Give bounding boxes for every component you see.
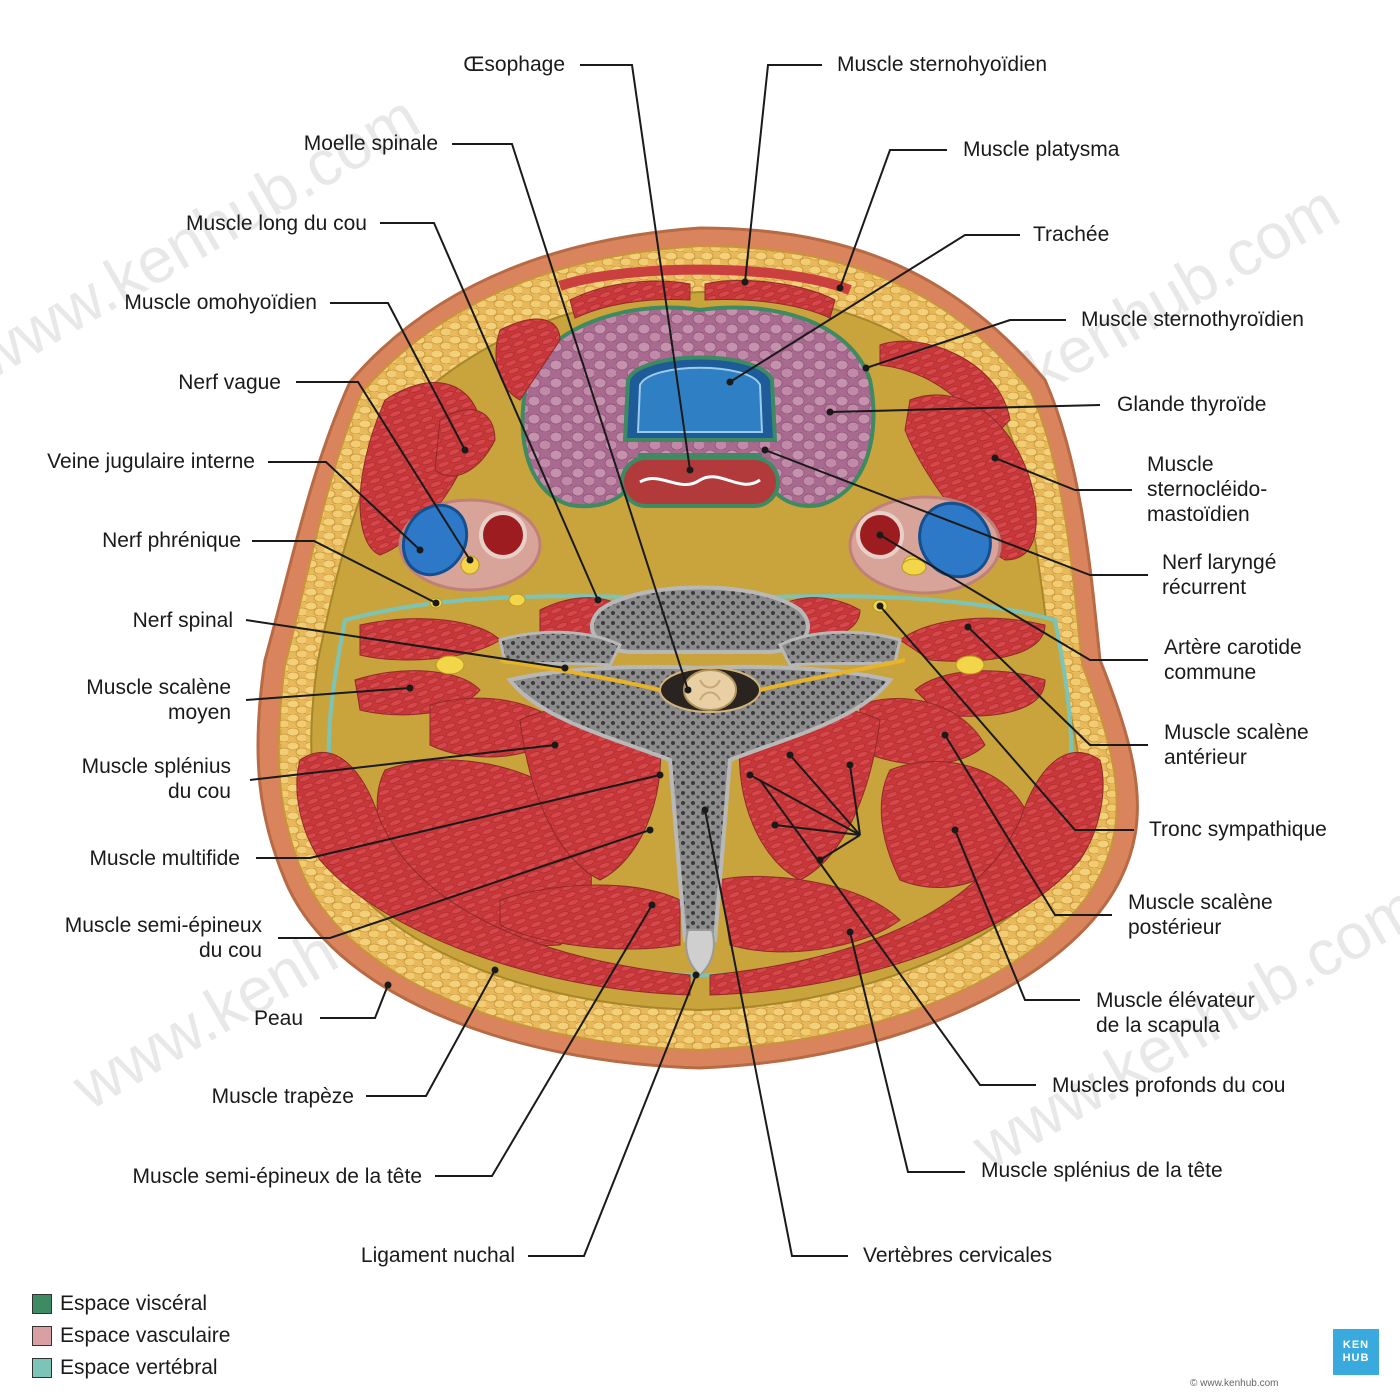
legend-item-espace-visceral: Espace viscéral (32, 1288, 230, 1320)
legend-swatch (32, 1358, 52, 1378)
label-trachee: Trachée (1033, 223, 1110, 246)
transverse-process-right (777, 630, 902, 667)
label-muscle-platysma: Muscle platysma (963, 138, 1120, 161)
label-nerf-phrenique: Nerf phrénique (102, 529, 241, 552)
label-glande-thyroide: Glande thyroïde (1117, 393, 1267, 416)
legend-swatch (32, 1326, 52, 1346)
label-nerf-larynge-recurrent: Nerf laryngé récurrent (1162, 551, 1277, 599)
label-muscle-semi-epineux-de-la-tete: Muscle semi-épineux de la tête (132, 1165, 422, 1188)
label-muscle-sternothyroidien: Muscle sternothyroïdien (1081, 308, 1304, 331)
kenhub-logo: KEN HUB (1333, 1329, 1379, 1375)
legend-item-espace-vertebral: Espace vertébral (32, 1352, 230, 1384)
label-muscle-elevateur-de-la-scapula: Muscle élévateur de la scapula (1096, 989, 1255, 1037)
label-muscle-scalene-anterieur: Muscle scalène antérieur (1164, 721, 1309, 769)
legend-swatch (32, 1294, 52, 1314)
jugular-vein-left (401, 503, 469, 577)
vagus-nerve-left (460, 555, 480, 575)
semispinalis-cervicis-right (719, 875, 901, 953)
leader-lines (245, 64, 1148, 1257)
label-muscle-splenius-du-cou: Muscle splénius du cou (81, 755, 231, 803)
trapezius-right (709, 752, 1104, 996)
label-moelle-spinale: Moelle spinale (303, 132, 438, 155)
omohyoid-left (434, 409, 496, 477)
label-tronc-sympathique: Tronc sympathique (1149, 818, 1327, 841)
label-muscles-profonds-du-cou: Muscles profonds du cou (1052, 1074, 1286, 1097)
platysma (558, 264, 852, 295)
legend-label: Espace vertébral (60, 1356, 218, 1379)
label-oesophage: Œsophage (463, 53, 565, 76)
legend-label: Espace vasculaire (60, 1324, 231, 1347)
spinal-nerve-left (499, 658, 661, 692)
label-vertebres-cervicales: Vertèbres cervicales (863, 1244, 1053, 1267)
label-muscle-omohyoidien: Muscle omohyoïdien (124, 291, 317, 314)
label-veine-jugulaire-interne: Veine jugulaire interne (47, 450, 255, 473)
legend-item-espace-vasculaire: Espace vasculaire (32, 1320, 230, 1352)
logo-line-1: KEN (1342, 1339, 1370, 1351)
label-peau: Peau (253, 1007, 303, 1030)
label-muscle-semi-epineux-du-cou: Muscle semi-épineux du cou (64, 914, 262, 962)
spinal-nerve-right (759, 658, 906, 692)
label-ligament-nuchal: Ligament nuchal (360, 1244, 515, 1267)
label-nerf-vague: Nerf vague (178, 371, 281, 394)
label-muscle-scalene-posterieur: Muscle scalène postérieur (1128, 891, 1273, 939)
spinal-cord (683, 669, 737, 711)
label-artere-carotide-commune: Artère carotide commune (1164, 636, 1302, 684)
jugular-vein-right (918, 501, 992, 579)
sternohyoid-left (569, 280, 691, 319)
spinous-process (685, 929, 715, 977)
carotid-artery-left (479, 511, 527, 559)
vertebral-body (590, 585, 810, 654)
label-muscle-sternohyoidien: Muscle sternohyoïdien (837, 53, 1048, 76)
label-muscle-scalene-moyen: Muscle scalène moyen (86, 676, 231, 724)
copyright-text: © www.kenhub.com (1190, 1378, 1279, 1389)
vertebral-arch (506, 664, 894, 942)
leader-dots (384, 278, 999, 989)
label-nerf-spinal: Nerf spinal (132, 609, 233, 632)
legend: Espace viscéral Espace vasculaire Espace… (32, 1288, 230, 1384)
label-muscle-sternocleidomastoidien: Muscle sternocléido- mastoïdien (1147, 453, 1268, 526)
sternothyroid-left (495, 318, 561, 401)
legend-label: Espace viscéral (60, 1292, 208, 1315)
label-muscle-splenius-de-la-tete: Muscle splénius de la tête (981, 1159, 1223, 1182)
label-muscle-trapeze: Muscle trapèze (211, 1085, 354, 1108)
logo-line-2: HUB (1342, 1352, 1370, 1364)
trapezius-left (296, 752, 691, 996)
label-muscle-long-du-cou: Muscle long du cou (186, 212, 367, 235)
label-muscle-multifide: Muscle multifide (89, 847, 240, 870)
